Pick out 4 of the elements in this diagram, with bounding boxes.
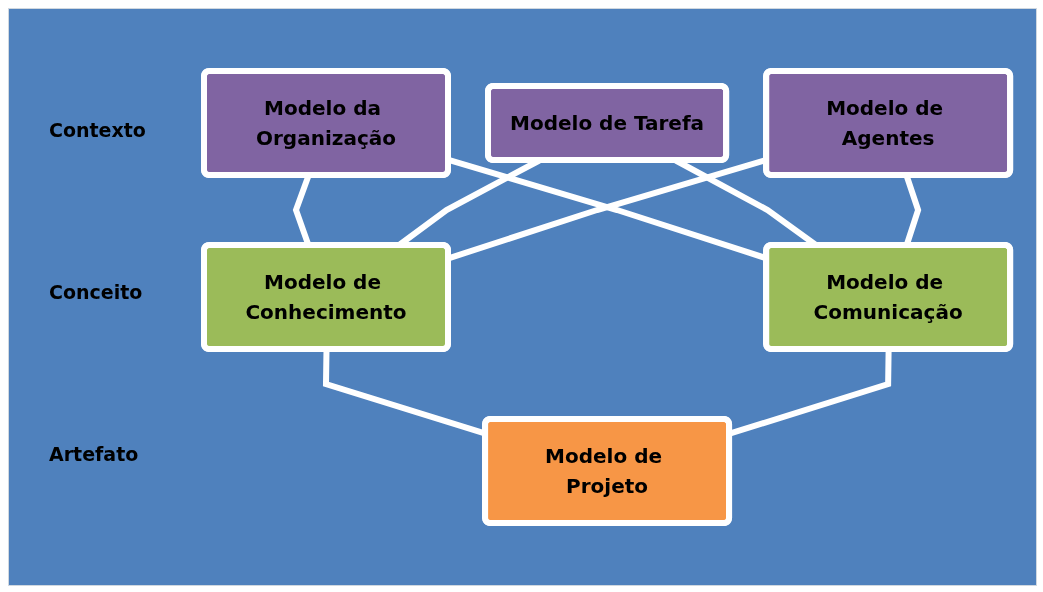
row-label: Artefato xyxy=(48,443,140,465)
row-label: Contexto xyxy=(48,119,147,141)
row-label: Conceito xyxy=(48,281,144,303)
connector xyxy=(729,349,893,437)
